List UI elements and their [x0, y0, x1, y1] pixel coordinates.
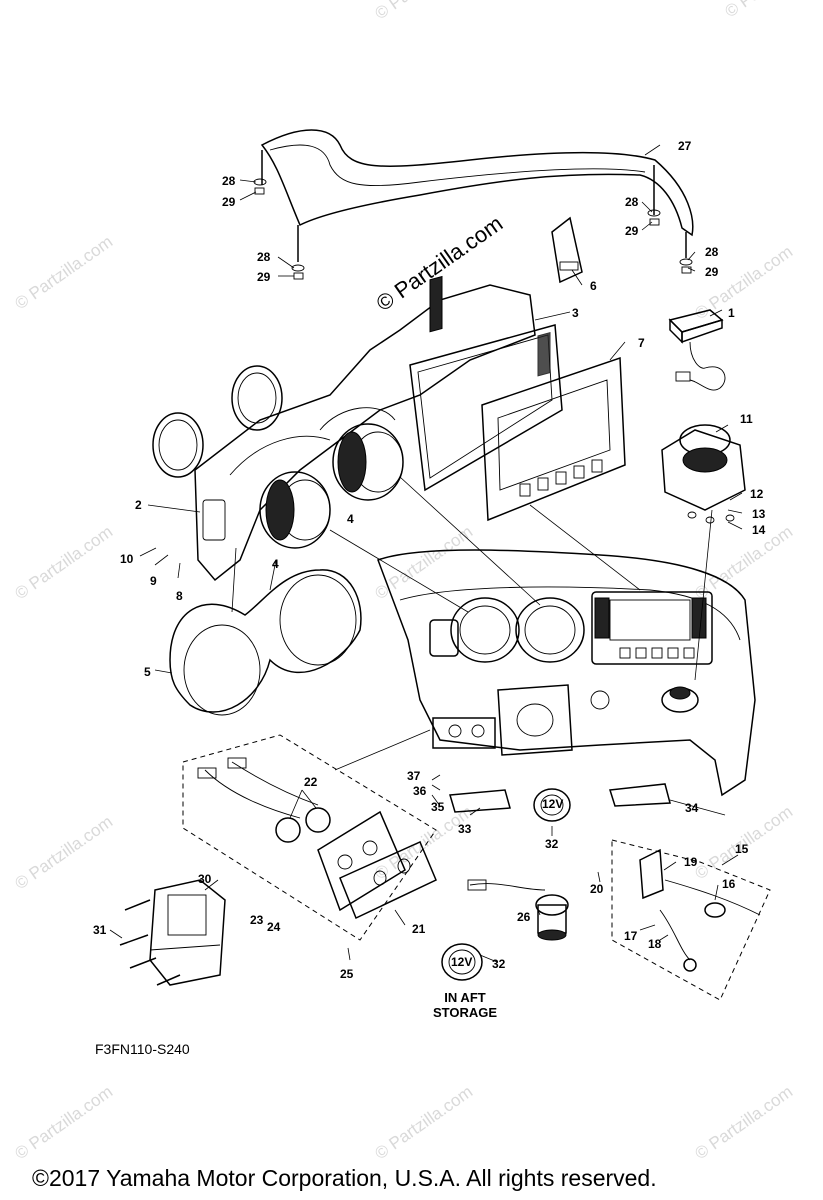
watermark-text: © Partzilla.com: [371, 0, 476, 23]
callout-9: 9: [150, 574, 157, 588]
copyright-notice: ©2017 Yamaha Motor Corporation, U.S.A. A…: [32, 1165, 657, 1191]
bracket-part-6: [551, 216, 583, 284]
watermark-text: © Partzilla.com: [371, 802, 476, 883]
callout-10: 10: [120, 552, 134, 566]
gauge-bezel-part-5: [169, 569, 362, 716]
cover-part-34: [609, 783, 671, 807]
callout-28: 28: [705, 245, 719, 259]
display-part-7: [481, 356, 626, 522]
aft-storage-line1: IN AFT: [444, 990, 486, 1005]
callout-17: 17: [624, 929, 638, 943]
callout-31: 31: [93, 923, 107, 937]
callout-7: 7: [638, 336, 645, 350]
switch-panel-group: [182, 734, 437, 941]
callout-36: 36: [413, 784, 427, 798]
callout-29: 29: [257, 270, 271, 284]
callout-5: 5: [144, 665, 151, 679]
watermark-text: © Partzilla.com: [371, 522, 476, 603]
dash-bezel-part-2: [194, 284, 536, 582]
callout-29: 29: [625, 224, 639, 238]
aft-storage-label: IN AFT STORAGE: [420, 990, 510, 1020]
callout-20: 20: [590, 882, 604, 896]
watermark-text: © Partzilla.com: [371, 1082, 476, 1163]
watermark-text: © Partzilla.com: [691, 1082, 796, 1163]
callout-29: 29: [222, 195, 236, 209]
dash-buttons: [619, 647, 695, 659]
aft-storage-line2: STORAGE: [432, 1005, 498, 1020]
callout-2: 2: [135, 498, 142, 512]
callout-29: 29: [705, 265, 719, 279]
socket-part-32-dash: 12V: [533, 788, 571, 822]
callout-25: 25: [340, 967, 354, 981]
callout-23: 23: [250, 913, 264, 927]
display-housing-part-3: [409, 275, 563, 492]
callout-24: 24: [267, 920, 281, 934]
watermark-text: © Partzilla.com: [11, 812, 116, 893]
leader-lines: [109, 144, 743, 963]
callout-6: 6: [590, 279, 597, 293]
callout-35: 35: [431, 800, 445, 814]
callout-33: 33: [458, 822, 472, 836]
callout-4: 4: [272, 557, 279, 571]
callout-34: 34: [685, 801, 699, 815]
callout-11: 11: [740, 412, 753, 426]
callout-19: 19: [684, 855, 698, 869]
callout-18: 18: [648, 937, 662, 951]
callout-32: 32: [545, 837, 559, 851]
callout-28: 28: [257, 250, 271, 264]
callout-1: 1: [728, 306, 735, 320]
callout-14: 14: [752, 523, 766, 537]
callout-22: 22: [304, 775, 318, 789]
gauge-part-4-left: [259, 471, 331, 549]
callout-30: 30: [198, 872, 212, 886]
socket-12v-label: 12V: [451, 955, 472, 969]
callout-16: 16: [722, 877, 736, 891]
callout-28: 28: [222, 174, 236, 188]
display-buttons: [519, 459, 603, 497]
top-cover-part-27: [260, 129, 694, 262]
callout-8: 8: [176, 589, 183, 603]
socket-part-26: [467, 879, 569, 941]
callout-21: 21: [412, 922, 426, 936]
harness-group-part-15: [611, 839, 771, 1001]
bracket-part-30: [119, 879, 226, 986]
diagram-code: F3FN110-S240: [95, 1041, 190, 1057]
callout-28: 28: [625, 195, 639, 209]
socket-12v-label: 12V: [542, 797, 563, 811]
module-part-1: [668, 309, 726, 391]
callout-3: 3: [572, 306, 579, 320]
callout-4: 4: [347, 512, 354, 526]
gauge-rings: [152, 365, 283, 478]
callout-13: 13: [752, 507, 766, 521]
callout-15: 15: [735, 842, 749, 856]
callout-32: 32: [492, 957, 506, 971]
socket-part-32-aft: 12V: [441, 943, 483, 981]
watermark-text: © Partzilla.com: [721, 0, 823, 21]
callout-12: 12: [750, 487, 764, 501]
callout-37: 37: [407, 769, 421, 783]
watermark-text: © Partzilla.com: [11, 522, 116, 603]
callout-26: 26: [517, 910, 531, 924]
watermark-text: © Partzilla.com: [11, 1082, 116, 1163]
knob-part-11: [661, 424, 746, 524]
cover-part-33: [449, 789, 511, 813]
watermark-text: © Partzilla.com: [11, 232, 116, 313]
gauge-part-4-right: [332, 423, 404, 501]
callout-27: 27: [678, 139, 692, 153]
callout-numbers: 1 2 3 4 4 5 6 7 8 9 10 11 12 13 14 15 16…: [93, 139, 766, 981]
